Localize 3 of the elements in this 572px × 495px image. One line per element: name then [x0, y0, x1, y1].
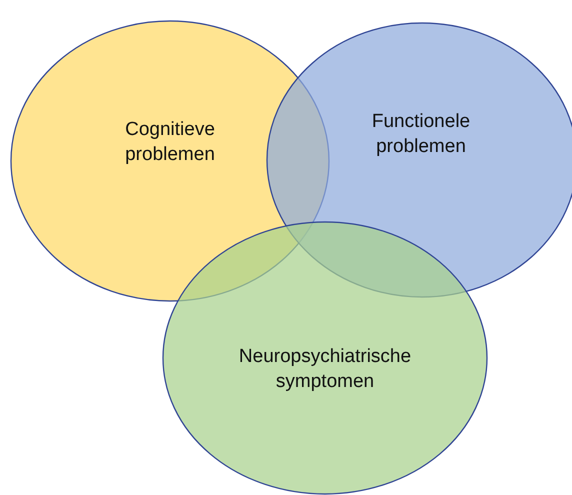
ellipse-label: Cognitieve problemen: [124, 118, 216, 167]
ellipse-label: Neuropsychiatrische symptomen: [238, 345, 412, 394]
ellipse-label: Functionele problemen: [370, 110, 472, 159]
